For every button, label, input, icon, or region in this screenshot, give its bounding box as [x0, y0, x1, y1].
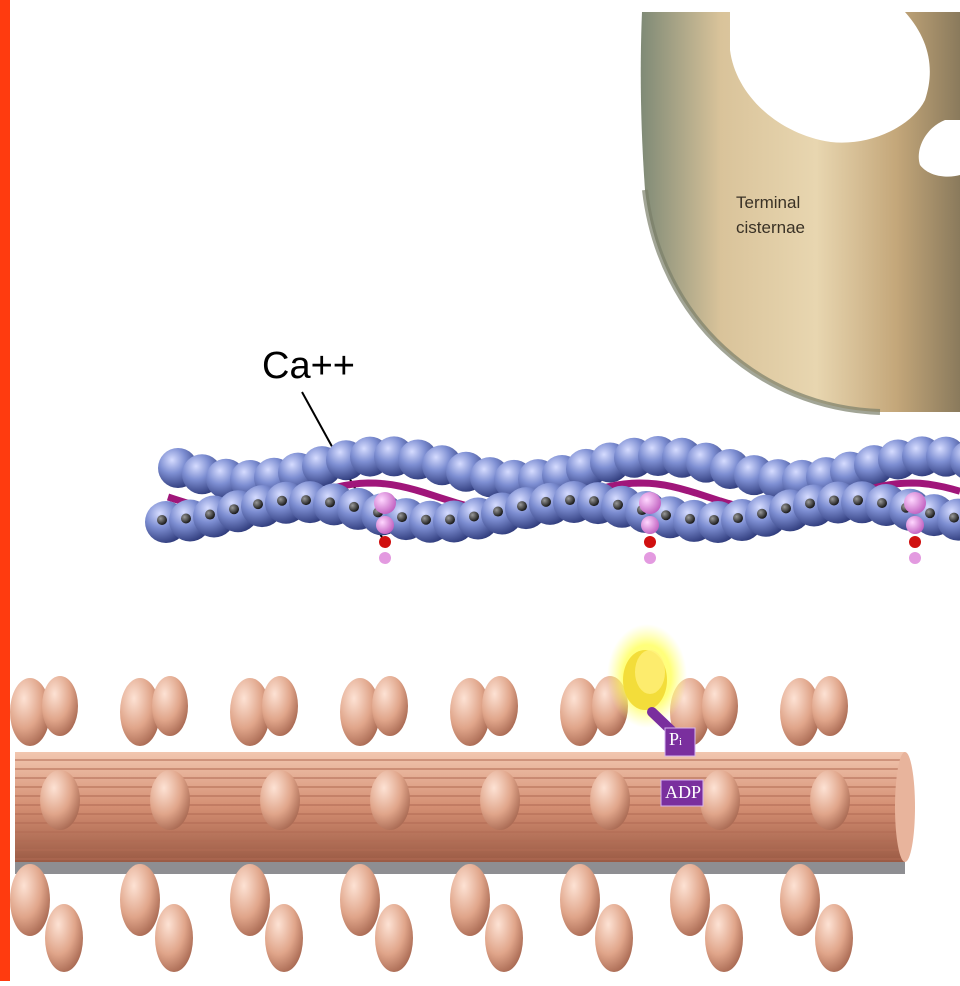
- thin-filament-actin: [145, 436, 960, 564]
- myosin-head: [812, 676, 848, 736]
- binding-site-dot: [853, 495, 863, 505]
- binding-site-dot: [469, 511, 479, 521]
- myosin-head: [45, 904, 83, 972]
- binding-site-dot: [421, 515, 431, 525]
- binding-site-dot: [805, 498, 815, 508]
- binding-site-dot: [829, 495, 839, 505]
- myosin-head: [265, 904, 303, 972]
- myosin-head: [40, 770, 80, 830]
- myosin-head: [120, 864, 160, 936]
- phosphate-label: Pi: [669, 729, 682, 750]
- troponin-complex: [376, 516, 394, 534]
- binding-site-dot: [685, 514, 695, 524]
- troponin-complex: [379, 552, 391, 564]
- binding-site-dot: [757, 509, 767, 519]
- binding-site-dot: [157, 515, 167, 525]
- myosin-head: [340, 864, 380, 936]
- binding-site-dot: [709, 515, 719, 525]
- myosin-head: [10, 864, 50, 936]
- myosin-head: [670, 864, 710, 936]
- troponin-complex: [644, 552, 656, 564]
- calcium-ion: [909, 536, 921, 548]
- binding-site-dot: [661, 510, 671, 520]
- phosphate-label-sub: i: [679, 736, 682, 748]
- binding-site-dot: [589, 496, 599, 506]
- myosin-head: [262, 676, 298, 736]
- myosin-head: [815, 904, 853, 972]
- binding-site-dot: [349, 502, 359, 512]
- binding-site-dot: [445, 515, 455, 525]
- myosin-head: [700, 770, 740, 830]
- binding-site-dot: [517, 501, 527, 511]
- myosin-head: [595, 904, 633, 972]
- terminal-cisternae-label-line2: cisternae: [736, 215, 805, 240]
- myosin-head: [372, 676, 408, 736]
- troponin-complex: [906, 516, 924, 534]
- binding-site-dot: [205, 510, 215, 520]
- binding-site-dot: [397, 512, 407, 522]
- myosin-head: [482, 676, 518, 736]
- left-border-bar: [0, 0, 10, 981]
- binding-site-dot: [781, 503, 791, 513]
- calcium-ion: [644, 536, 656, 548]
- troponin-complex: [909, 552, 921, 564]
- myosin-rod-end: [895, 752, 915, 862]
- troponin-complex: [641, 516, 659, 534]
- myosin-head: [450, 864, 490, 936]
- binding-site-dot: [877, 498, 887, 508]
- myosin-head: [42, 676, 78, 736]
- binding-site-dot: [253, 499, 263, 509]
- binding-site-dot: [181, 514, 191, 524]
- binding-site-dot: [229, 504, 239, 514]
- adp-label: ADP: [665, 782, 701, 803]
- binding-site-dot: [325, 497, 335, 507]
- myosin-head: [702, 676, 738, 736]
- binding-site-dot: [925, 508, 935, 518]
- calcium-ion-label: Ca++: [262, 345, 355, 388]
- myosin-head: [810, 770, 850, 830]
- terminal-cisternae-label-line1: Terminal: [736, 190, 805, 215]
- thick-filament-myosin: [10, 676, 915, 972]
- phosphate-label-main: P: [669, 729, 679, 749]
- myosin-head: [375, 904, 413, 972]
- binding-site-dot: [541, 497, 551, 507]
- troponin-complex: [639, 492, 661, 514]
- binding-site-dot: [493, 507, 503, 517]
- binding-site-dot: [277, 496, 287, 506]
- troponin-complex: [374, 492, 396, 514]
- myosin-head: [780, 864, 820, 936]
- myosin-head: [480, 770, 520, 830]
- terminal-cisternae-label: Terminal cisternae: [736, 190, 805, 240]
- myosin-head: [485, 904, 523, 972]
- calcium-ion: [379, 536, 391, 548]
- myosin-head: [705, 904, 743, 972]
- myosin-head: [152, 676, 188, 736]
- binding-site-dot: [301, 495, 311, 505]
- binding-site-dot: [733, 513, 743, 523]
- myosin-head: [560, 864, 600, 936]
- binding-site-dot: [565, 495, 575, 505]
- myosin-head: [260, 770, 300, 830]
- binding-site-dot: [949, 513, 959, 523]
- myosin-head: [230, 864, 270, 936]
- myosin-head: [155, 904, 193, 972]
- myosin-head: [150, 770, 190, 830]
- myosin-head: [590, 770, 630, 830]
- troponin-complex: [904, 492, 926, 514]
- binding-site-dot: [613, 500, 623, 510]
- myosin-head: [370, 770, 410, 830]
